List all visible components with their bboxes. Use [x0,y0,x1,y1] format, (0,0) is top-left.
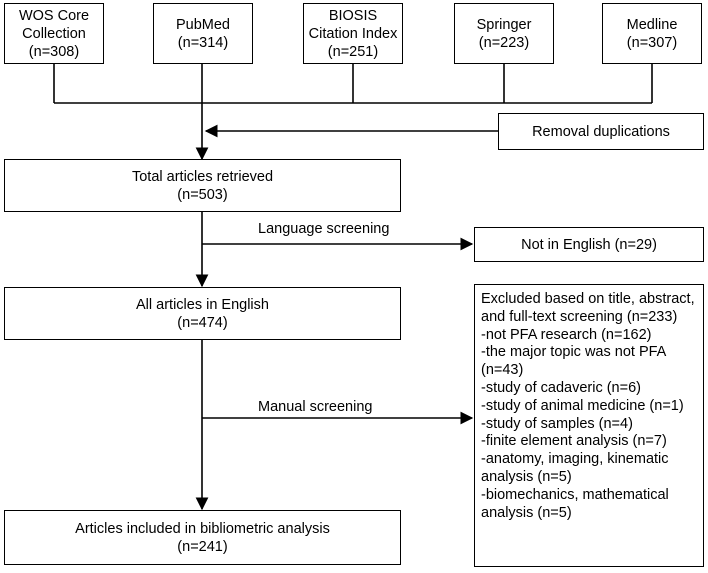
not-english-label: Not in English (n=29) [521,236,657,253]
source-wos-line2: Collection [22,25,86,42]
not-english-box: Not in English (n=29) [474,227,704,262]
excluded-line: analysis (n=5) [481,504,572,521]
total-box: Total articles retrieved (n=503) [4,159,401,212]
excluded-line: -finite element analysis (n=7) [481,433,667,450]
source-pubmed-line1: PubMed [175,16,230,33]
excluded-box: Excluded based on title, abstract, and f… [474,284,704,567]
source-wos-line1: WOS Core [18,7,90,24]
total-count: (n=503) [177,186,228,203]
source-biosis-line2: Citation Index [308,25,398,42]
source-pubmed-count: (n=314) [177,34,229,51]
excluded-line: -biomechanics, mathematical [481,486,669,503]
source-box-wos: WOS Core Collection (n=308) [4,3,104,64]
english-label: All articles in English [136,296,269,313]
excluded-line: (n=43) [481,362,524,379]
english-box: All articles in English (n=474) [4,287,401,340]
source-wos-count: (n=308) [28,43,80,60]
excluded-line: analysis (n=5) [481,468,572,485]
excluded-line: Excluded based on title, abstract, [481,291,695,307]
included-count: (n=241) [177,538,228,555]
source-medline-line1: Medline [626,16,678,33]
total-label: Total articles retrieved [131,168,274,185]
source-biosis-line1: BIOSIS [328,7,378,24]
source-box-biosis: BIOSIS Citation Index (n=251) [303,3,403,64]
source-medline-count: (n=307) [626,34,678,51]
source-box-springer: Springer (n=223) [454,3,554,64]
source-biosis-count: (n=251) [327,43,379,60]
excluded-line: -not PFA research (n=162) [481,326,652,343]
removal-label: Removal duplications [532,123,670,140]
excluded-line: -the major topic was not PFA [481,344,667,361]
excluded-line: -study of animal medicine (n=1) [481,397,684,414]
excluded-line: -study of cadaveric (n=6) [481,379,641,396]
excluded-line: -study of samples (n=4) [481,415,633,432]
excluded-line: -anatomy, imaging, kinematic [481,451,669,468]
removal-box: Removal duplications [498,113,704,150]
source-springer-line1: Springer [476,16,532,33]
excluded-line: and full-text screening (n=233) [481,308,678,325]
included-label: Articles included in bibliometric analys… [75,520,330,537]
manual-screening-label: Manual screening [258,399,373,415]
included-box: Articles included in bibliometric analys… [4,510,401,565]
language-screening-label: Language screening [258,221,390,237]
english-count: (n=474) [177,314,228,331]
source-springer-count: (n=223) [478,34,530,51]
source-box-pubmed: PubMed (n=314) [153,3,253,64]
source-box-medline: Medline (n=307) [602,3,702,64]
